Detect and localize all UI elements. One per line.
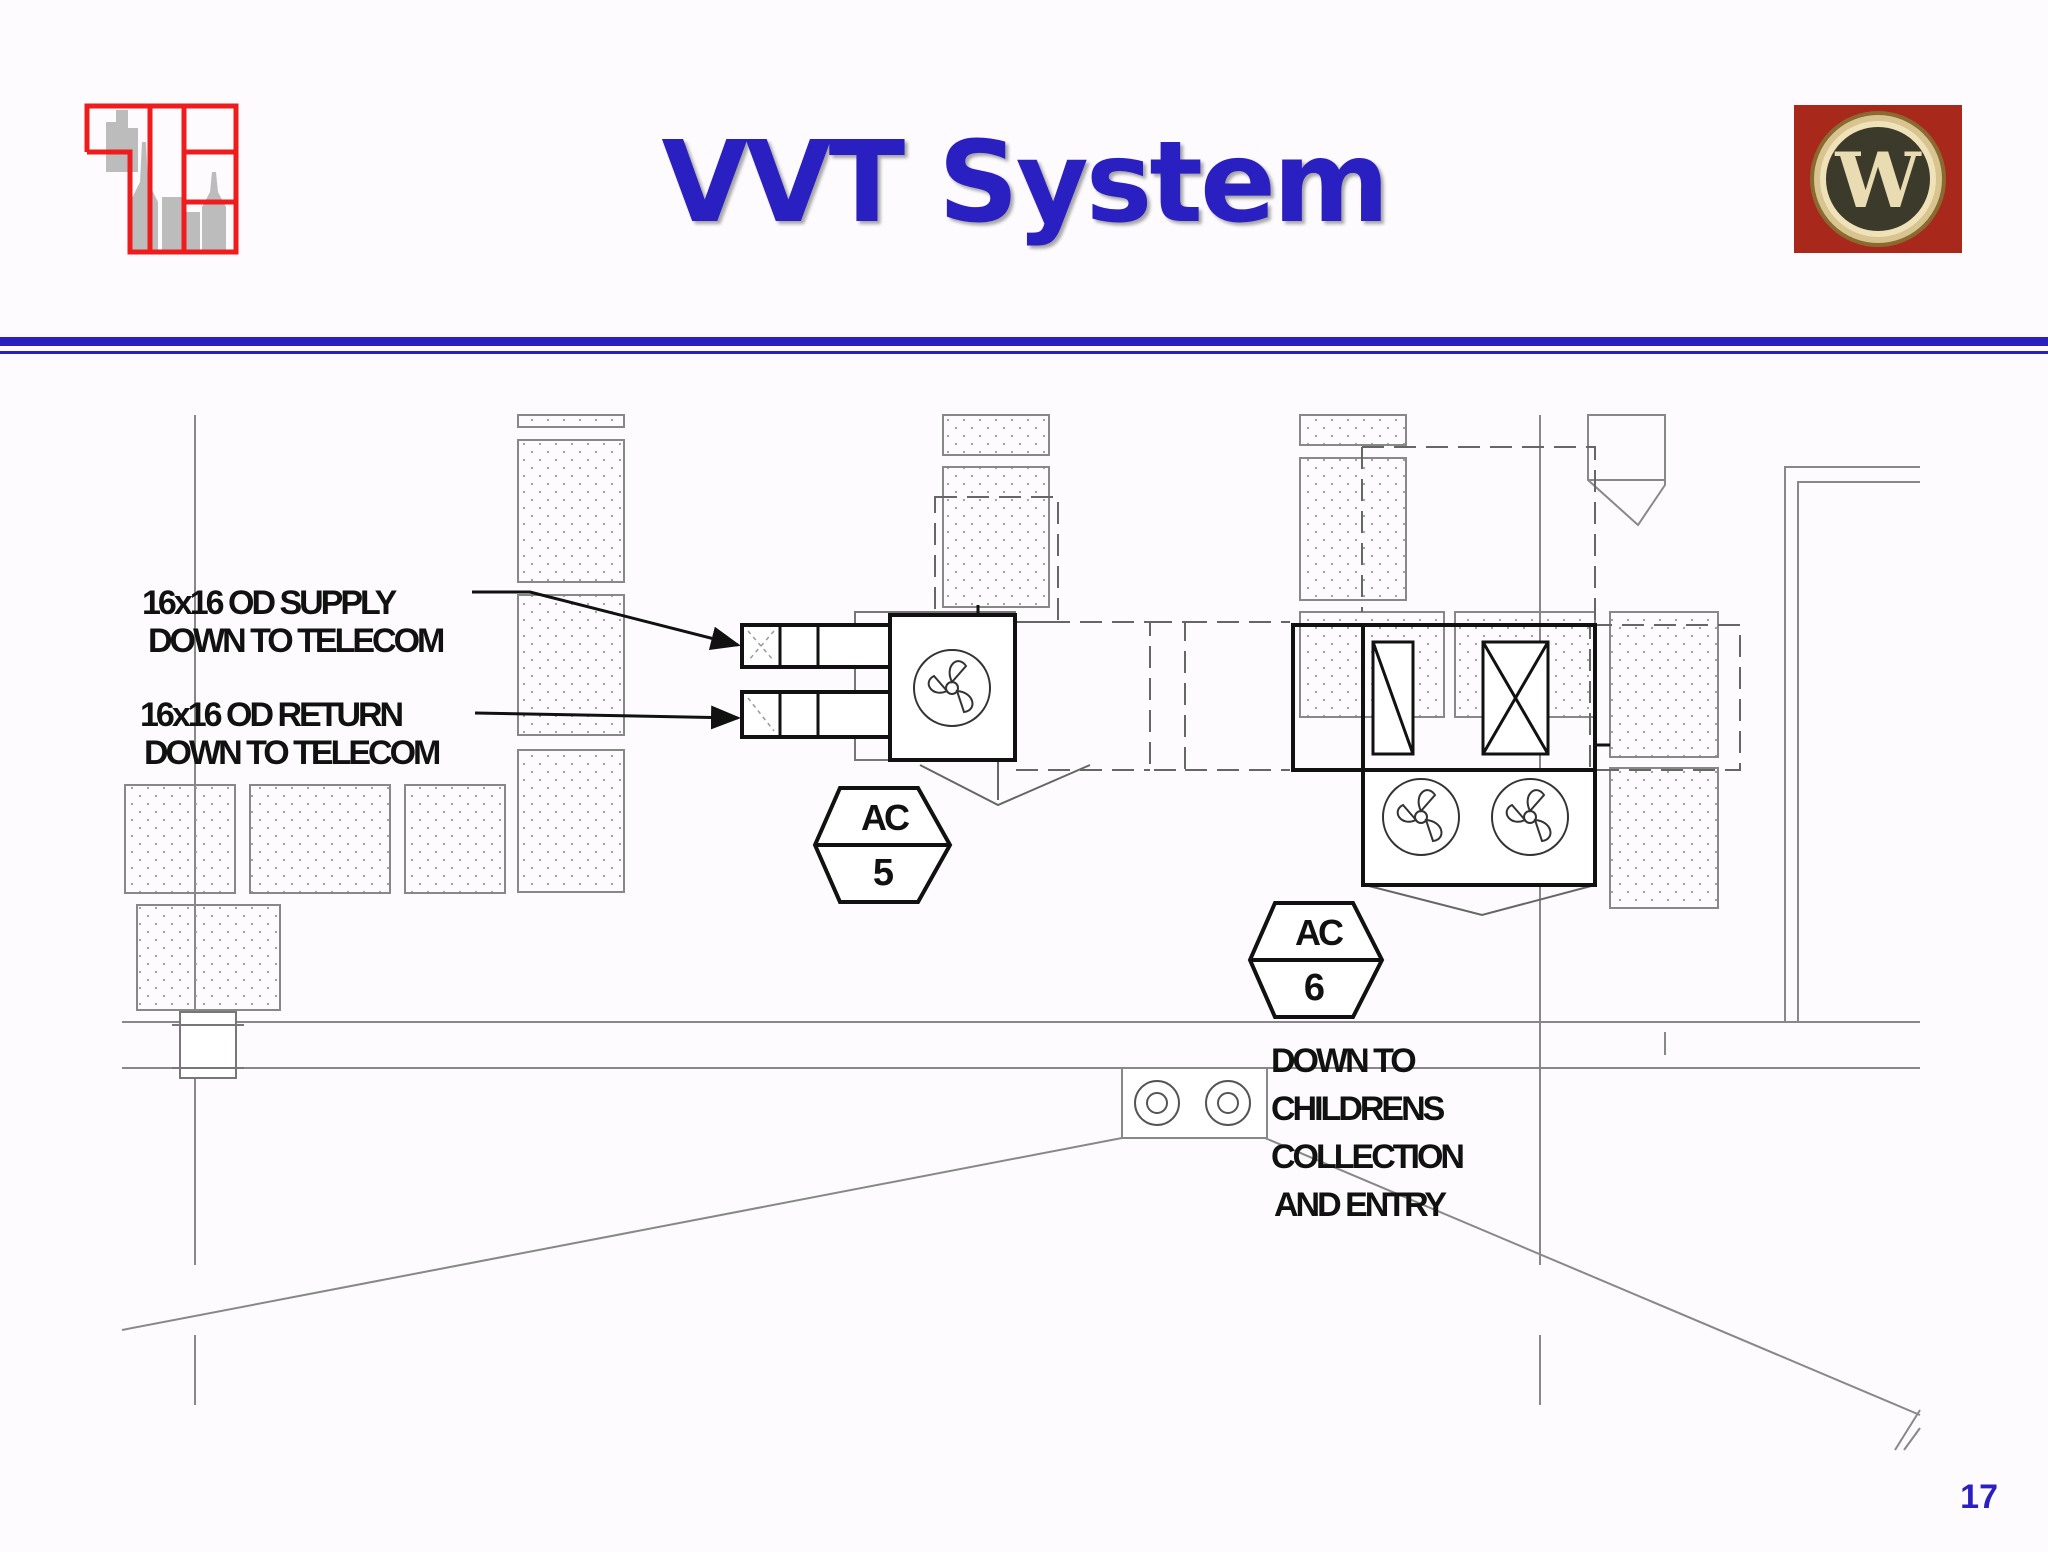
ac6-note-line3: COLLECTION bbox=[1271, 1138, 1463, 1176]
logo-letter: W bbox=[1834, 136, 1922, 225]
header-rule bbox=[0, 337, 2048, 346]
fan-icon bbox=[1382, 778, 1460, 856]
ac6-note-line1: DOWN TO bbox=[1271, 1042, 1416, 1080]
fan-icon bbox=[913, 649, 991, 727]
supply-callout: 16x16 OD SUPPLY DOWN TO TELECOM bbox=[142, 584, 447, 660]
duct-chase bbox=[172, 1011, 244, 1079]
return-callout-line1: 16x16 OD RETURN bbox=[140, 696, 403, 734]
w-medallion-logo: W bbox=[1794, 105, 1962, 253]
ac6-unit bbox=[1291, 623, 1610, 917]
supply-callout-line2: DOWN TO TELECOM bbox=[148, 622, 444, 660]
supply-callout-line1: 16x16 OD SUPPLY bbox=[142, 584, 398, 622]
ac6-tag-bottom: 6 bbox=[1304, 967, 1324, 1009]
ac6-tag-top: AC bbox=[1295, 912, 1344, 953]
page-number: 17 bbox=[1960, 1478, 1998, 1516]
return-callout: 16x16 OD RETURN DOWN TO TELECOM bbox=[140, 696, 443, 772]
ac5-tag-bottom: 5 bbox=[873, 852, 894, 894]
slide-title: VVT System bbox=[661, 118, 1389, 248]
ac6-note-line2: CHILDRENS bbox=[1271, 1090, 1445, 1128]
ac6-note: DOWN TO CHILDRENS COLLECTION AND ENTRY bbox=[1271, 1042, 1466, 1224]
ac6-tag: AC 6 bbox=[1247, 901, 1385, 1019]
skyline-grid-logo bbox=[84, 103, 239, 255]
return-callout-line2: DOWN TO TELECOM bbox=[144, 734, 440, 772]
ceiling-tiles bbox=[124, 414, 1719, 1011]
header-rule-thin bbox=[0, 351, 2048, 354]
ac5-unit bbox=[740, 605, 1091, 807]
fan-icon bbox=[1491, 778, 1569, 856]
ac5-tag-top: AC bbox=[861, 797, 910, 838]
callout-arrows bbox=[472, 590, 741, 730]
ac6-note-line4: AND ENTRY bbox=[1274, 1186, 1447, 1224]
grille-pair bbox=[1134, 1080, 1251, 1126]
ac5-tag: AC 5 bbox=[812, 786, 953, 904]
